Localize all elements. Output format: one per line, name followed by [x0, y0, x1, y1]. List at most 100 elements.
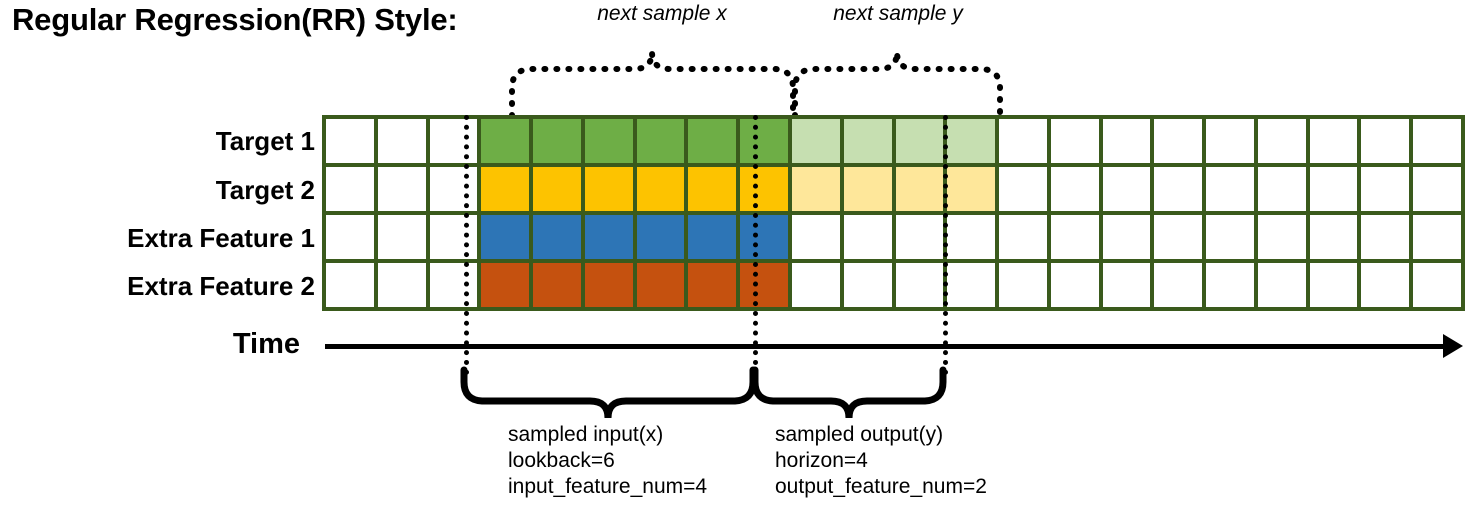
grid-cell-empty	[1050, 167, 1099, 211]
grid-cell-input	[688, 119, 737, 163]
grid-cell-empty	[1154, 263, 1203, 307]
grid-cell-empty	[999, 215, 1047, 259]
grid-cell-empty	[1361, 263, 1410, 307]
grid-cell-input	[636, 167, 685, 211]
grid-cell-empty	[843, 215, 892, 259]
grid-cell-input	[740, 167, 788, 211]
page-title: Regular Regression(RR) Style:	[12, 2, 458, 37]
brace-next-sample-x	[509, 51, 796, 119]
grid-cell-empty	[947, 263, 996, 307]
grid-cell-empty	[1309, 263, 1358, 307]
grid-cell-empty	[1102, 263, 1151, 307]
grid-cell-empty	[1206, 215, 1254, 259]
grid-cell-empty	[1361, 167, 1410, 211]
grid-cell-input	[636, 119, 685, 163]
grid-cell-empty	[377, 215, 426, 259]
grid-cell-input	[584, 167, 633, 211]
grid-cell-input	[533, 119, 581, 163]
grid-cell-empty	[1050, 263, 1099, 307]
grid-cell-empty	[1206, 263, 1254, 307]
grid-cell-empty	[326, 167, 374, 211]
grid-cell-empty	[1361, 119, 1410, 163]
grid-cell-output	[843, 119, 892, 163]
grid-cell-empty	[1102, 215, 1151, 259]
grid-cell-input	[688, 215, 737, 259]
grid-cell-empty	[429, 119, 478, 163]
grid-cell-input	[481, 167, 530, 211]
grid-cell-input	[533, 167, 581, 211]
grid-cell-empty	[377, 119, 426, 163]
grid-cell-empty	[326, 119, 374, 163]
grid-cell-input	[533, 263, 581, 307]
time-axis-arrow-icon	[1443, 334, 1463, 358]
grid-cell-input	[688, 167, 737, 211]
grid-cell-empty	[895, 215, 944, 259]
grid-cell-input	[481, 215, 530, 259]
grid-cell-empty	[999, 119, 1047, 163]
grid-cell-empty	[999, 167, 1047, 211]
grid-cell-empty	[1257, 215, 1306, 259]
grid-cell-empty	[1257, 263, 1306, 307]
grid-cell-empty	[1309, 167, 1358, 211]
grid-cell-empty	[895, 263, 944, 307]
grid-cell-empty	[326, 263, 374, 307]
guide-line-input-end	[753, 115, 758, 375]
annotation-sampled-output: sampled output(y) horizon=4 output_featu…	[775, 422, 987, 500]
grid-cell-empty	[1361, 215, 1410, 259]
row-label-extra-feature-2: Extra Feature 2	[127, 271, 315, 301]
row-label-extra-feature-1: Extra Feature 1	[127, 223, 315, 253]
grid-cell-empty	[1413, 263, 1461, 307]
sampled-input-lookback: lookback=6	[508, 449, 615, 472]
brace-sampled-output	[751, 366, 947, 419]
guide-line-output-end	[943, 115, 948, 375]
grid-cell-input	[636, 215, 685, 259]
grid-cell-empty	[947, 215, 996, 259]
grid-cell-input	[740, 119, 788, 163]
grid-cell-input	[481, 119, 530, 163]
annotation-next-sample-y: next sample y	[833, 2, 963, 25]
grid-cell-empty	[1154, 167, 1203, 211]
grid-cell-empty	[1206, 167, 1254, 211]
time-axis-label: Time	[232, 328, 300, 360]
row-label-target-1: Target 1	[215, 126, 315, 156]
grid-cell-output	[843, 167, 892, 211]
grid-cell-empty	[791, 215, 840, 259]
grid-cell-input	[584, 263, 633, 307]
grid-cell-output	[895, 119, 944, 163]
time-axis-line	[325, 344, 1450, 349]
grid-cell-empty	[1413, 167, 1461, 211]
guide-line-input-start	[464, 115, 469, 375]
grid-cell-empty	[843, 263, 892, 307]
brace-sampled-input	[460, 366, 757, 419]
grid-cell-input	[740, 263, 788, 307]
grid-cell-empty	[326, 215, 374, 259]
grid-cell-input	[533, 215, 581, 259]
sampled-output-title: sampled output(y)	[775, 423, 944, 446]
grid-cell-empty	[429, 263, 478, 307]
grid-cell-empty	[1102, 119, 1151, 163]
row-label-column: Target 1 Target 2 Extra Feature 1 Extra …	[10, 0, 315, 320]
sampled-input-feature-num: input_feature_num=4	[508, 475, 708, 498]
grid-cell-empty	[1206, 119, 1254, 163]
grid-cell-output	[791, 119, 840, 163]
grid-cell-empty	[377, 263, 426, 307]
grid-cell-input	[636, 263, 685, 307]
grid-cell-input	[688, 263, 737, 307]
grid-cell-empty	[1154, 215, 1203, 259]
grid-cell-empty	[1050, 119, 1099, 163]
grid-cell-empty	[1257, 119, 1306, 163]
grid-cell-empty	[999, 263, 1047, 307]
sampled-output-feature-num: output_feature_num=2	[775, 475, 987, 498]
grid-cell-empty	[1413, 215, 1461, 259]
grid-cell-input	[481, 263, 530, 307]
annotation-sampled-input: sampled input(x) lookback=6 input_featur…	[508, 422, 707, 500]
grid-cell-output	[947, 167, 996, 211]
grid-cell-empty	[429, 167, 478, 211]
grid-cell-empty	[1257, 167, 1306, 211]
grid-cell-empty	[1413, 119, 1461, 163]
grid-cell-empty	[377, 167, 426, 211]
timeseries-grid	[322, 115, 1465, 311]
row-label-target-2: Target 2	[215, 175, 315, 205]
grid-cell-empty	[791, 263, 840, 307]
